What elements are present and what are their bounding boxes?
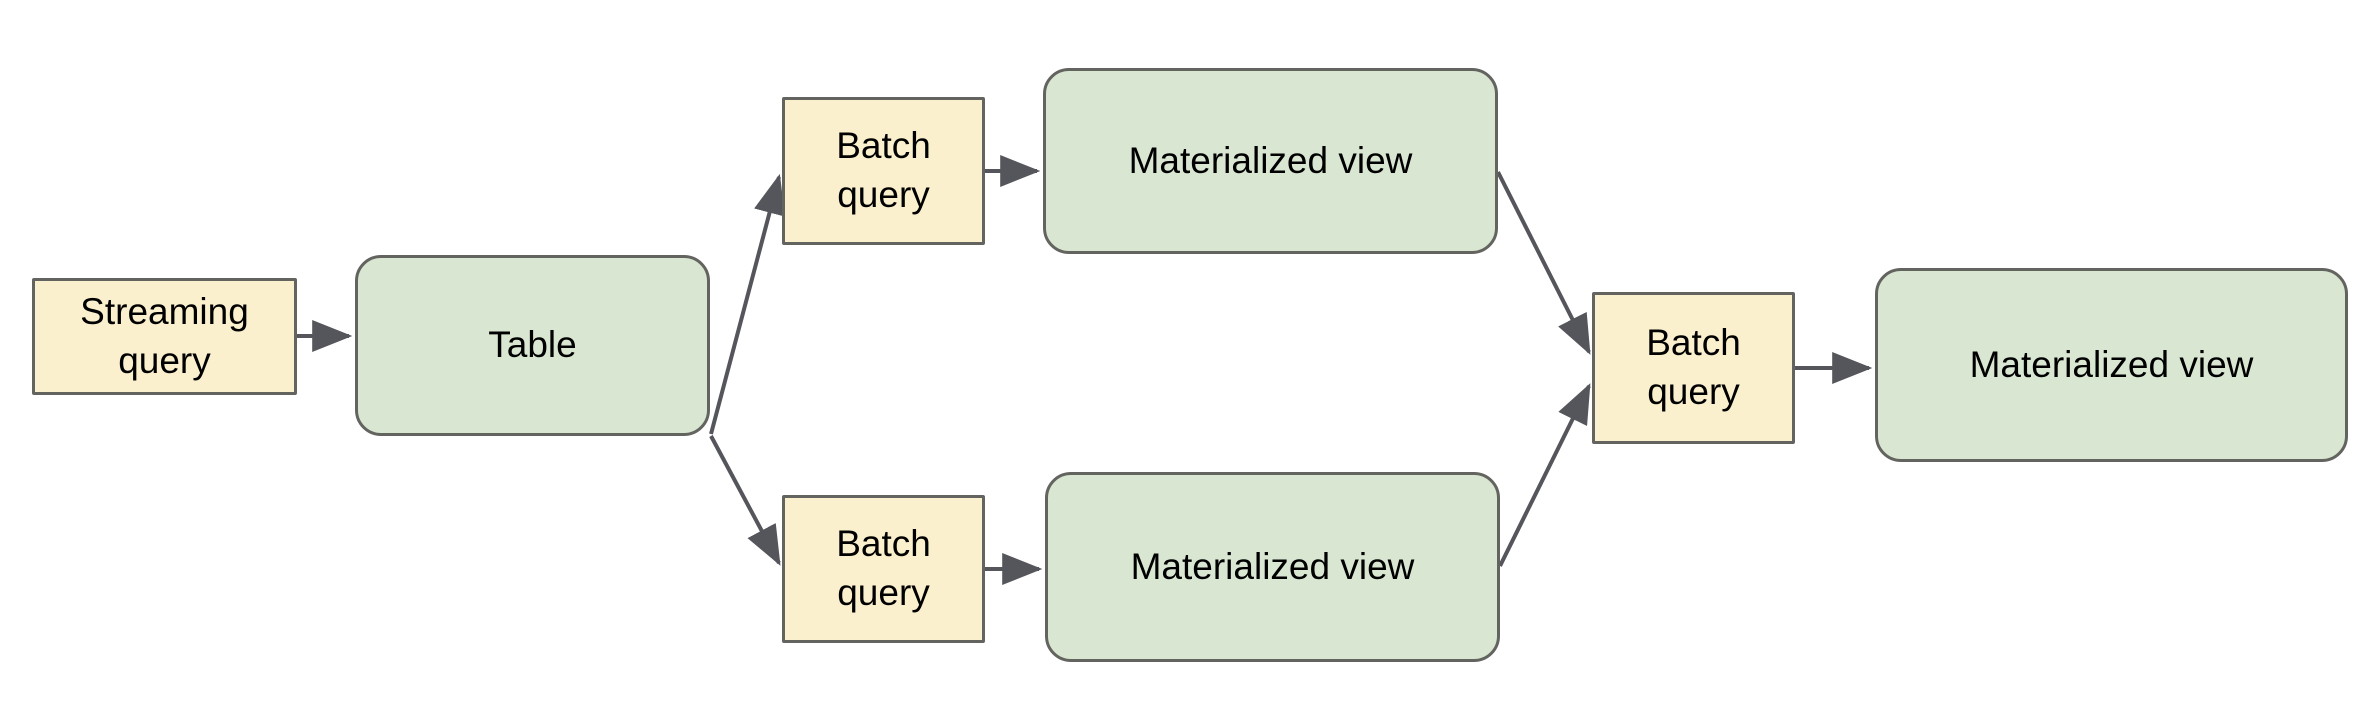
node-batch-query-bottom[interactable]: Batch query: [782, 495, 985, 643]
node-streaming-query-label: Streaming query: [80, 290, 249, 381]
node-batch-query-top-label: Batch query: [836, 125, 931, 215]
node-materialized-view-right-label: Materialized view: [1969, 343, 2254, 385]
node-streaming-query[interactable]: Streaming query: [32, 278, 297, 395]
node-materialized-view-bottom[interactable]: Materialized view: [1045, 472, 1500, 662]
node-table-label: Table: [488, 324, 577, 366]
node-batch-query-top[interactable]: Batch query: [782, 97, 985, 245]
node-table[interactable]: Table: [355, 255, 710, 436]
node-materialized-view-top[interactable]: Materialized view: [1043, 68, 1498, 254]
node-materialized-view-top-label: Materialized view: [1128, 139, 1413, 181]
node-materialized-view-bottom-label: Materialized view: [1130, 545, 1415, 587]
edge-mv-top-to-batch-right: [1496, 171, 1591, 355]
edge-mv-bottom-to-batch-right: [1498, 383, 1591, 567]
node-batch-query-bottom-label: Batch query: [836, 523, 931, 613]
node-batch-query-right-label: Batch query: [1646, 322, 1741, 412]
edge-table-to-batch-bottom: [709, 435, 781, 566]
node-materialized-view-right[interactable]: Materialized view: [1875, 268, 2348, 462]
node-batch-query-right[interactable]: Batch query: [1592, 292, 1795, 444]
edge-table-to-batch-top: [709, 173, 786, 435]
